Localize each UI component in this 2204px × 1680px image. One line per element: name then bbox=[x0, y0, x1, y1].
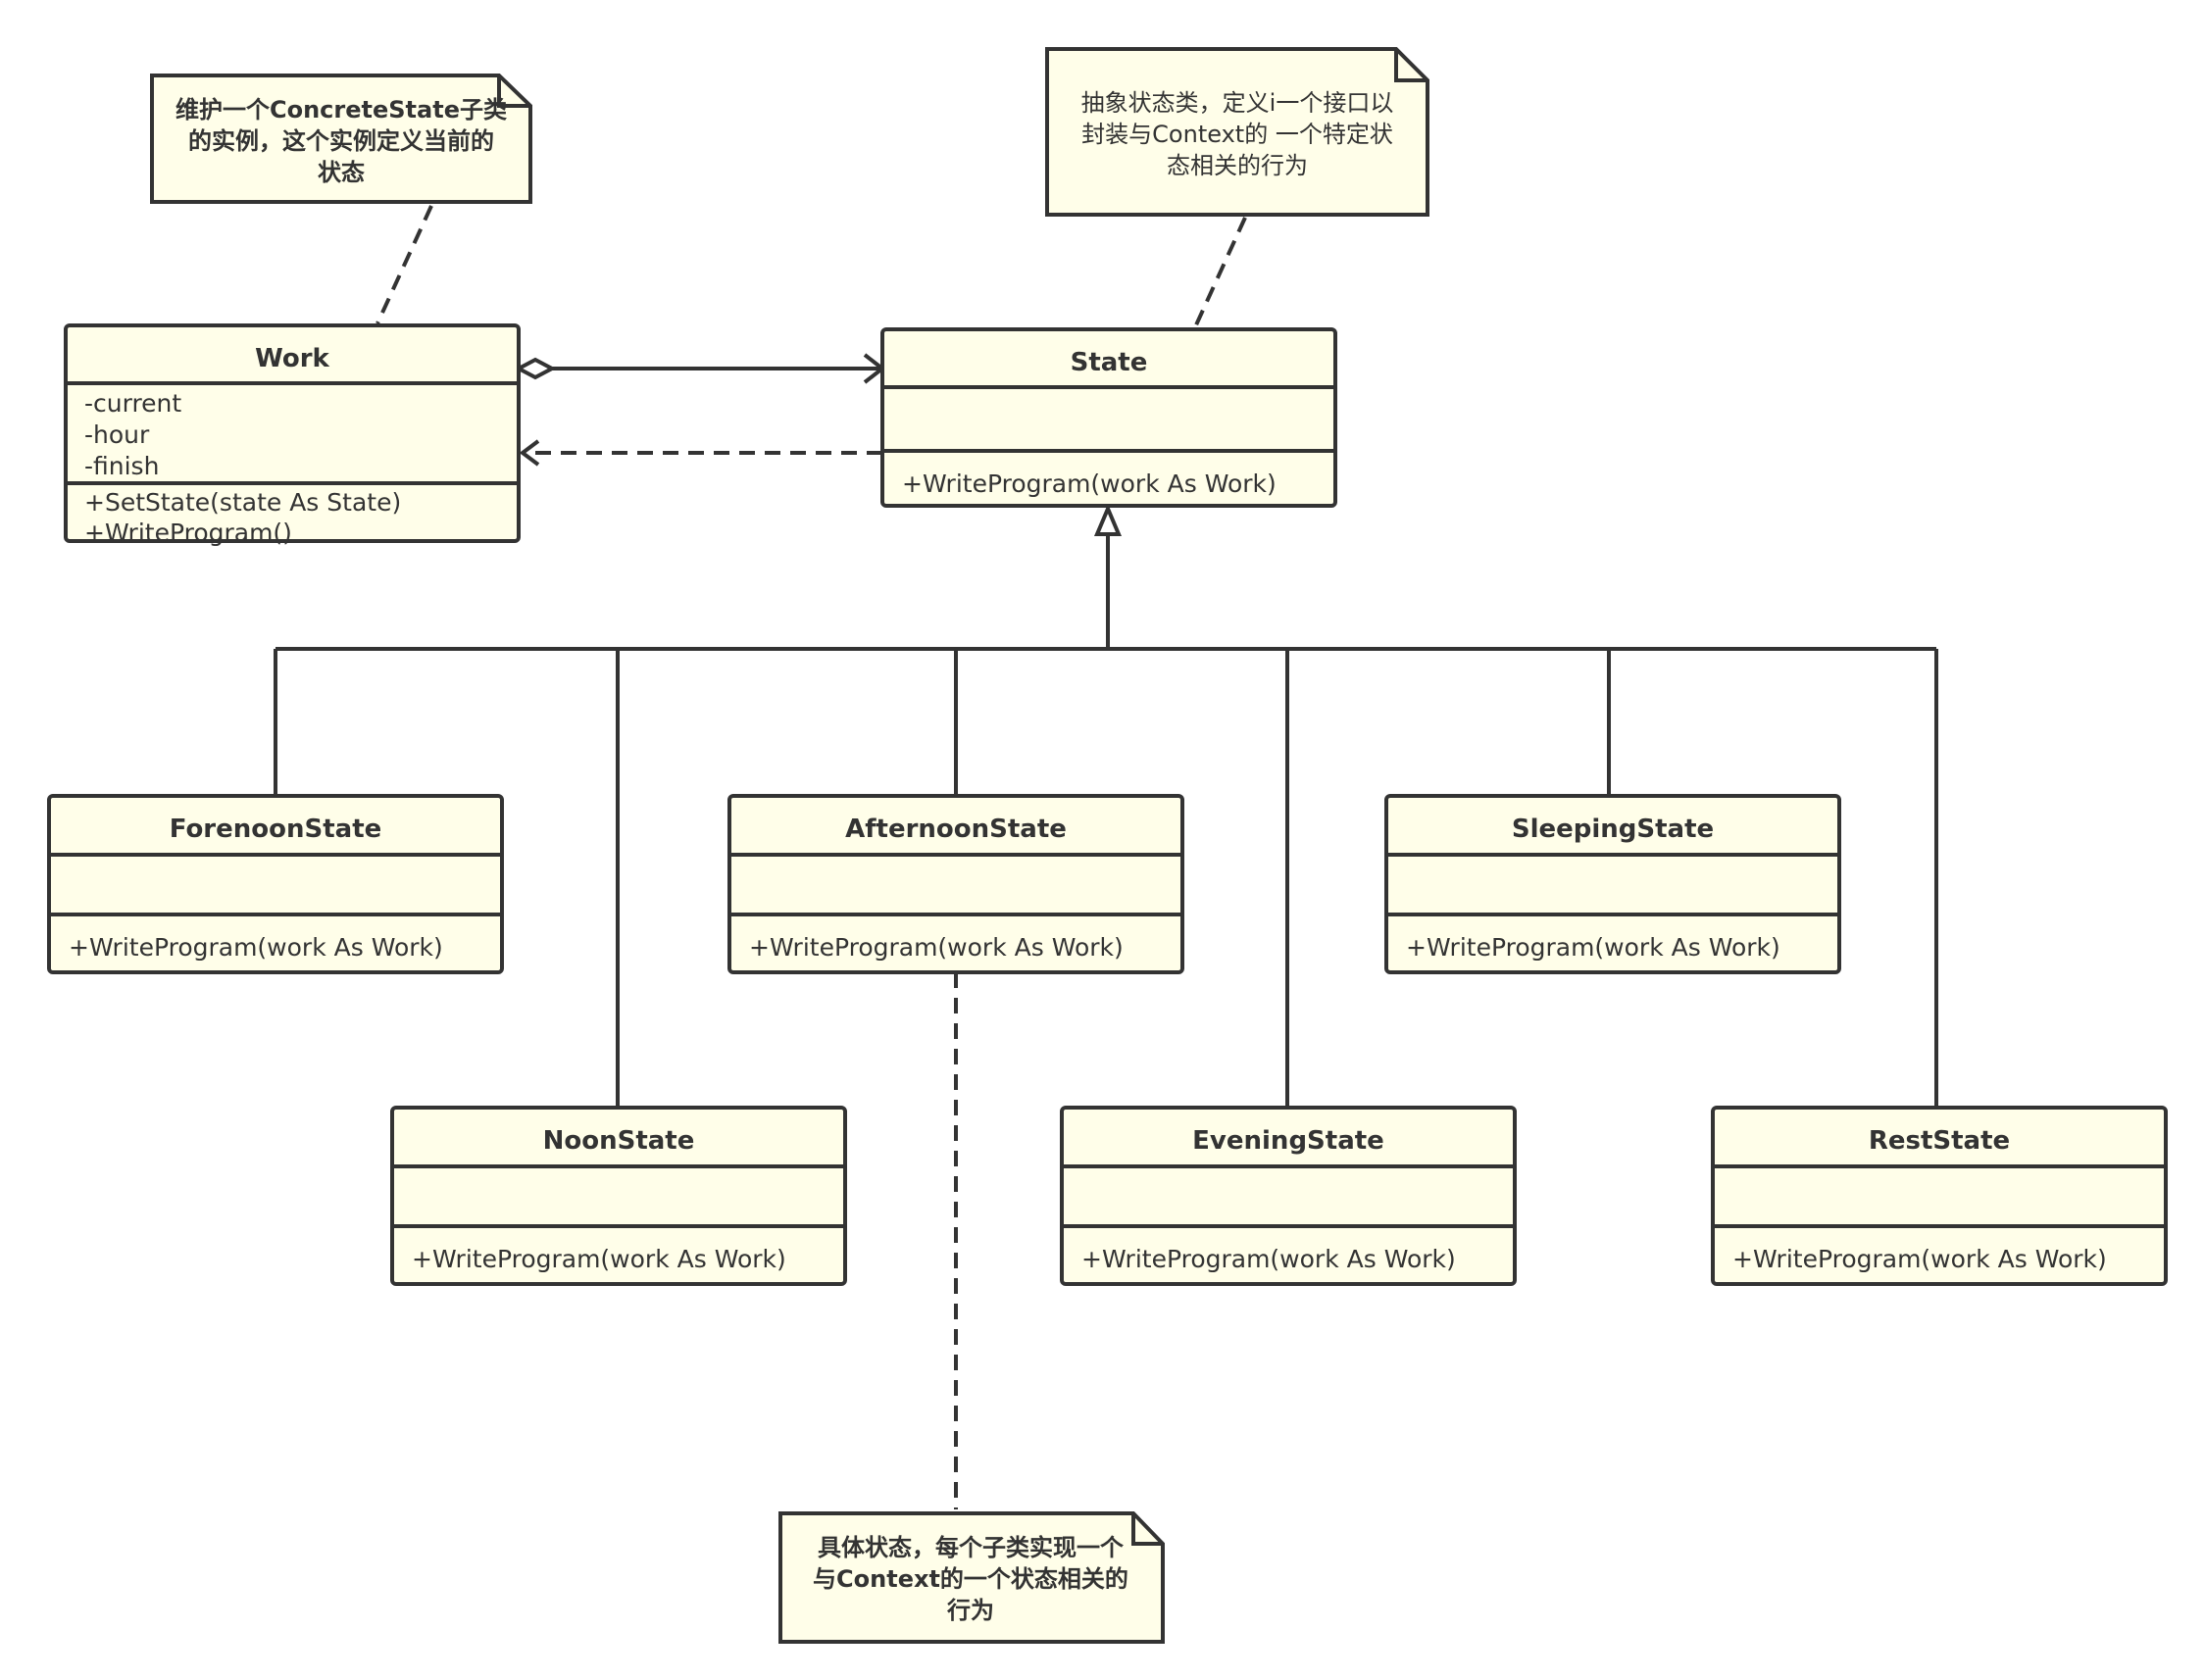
class-sleeping-state-name: SleepingState bbox=[1512, 815, 1714, 844]
dependency-arrowhead bbox=[519, 439, 540, 467]
note-context: 维护一个ConcreteState子类 的实例，这个实例定义当前的 状态 bbox=[150, 74, 532, 204]
class-sleeping-state-method: +WriteProgram(work As Work) bbox=[1406, 933, 1780, 962]
class-work-name: Work bbox=[255, 344, 329, 373]
note-concrete-line-2: 与Context的一个状态相关的 bbox=[813, 1565, 1128, 1593]
note-concrete-line-1: 具体状态，每个子类实现一个 bbox=[818, 1534, 1125, 1561]
note-context-line-3: 状态 bbox=[318, 159, 365, 186]
note-state: 抽象状态类，定义i一个接口以 封装与Context的 一个特定状 态相关的行为 bbox=[1045, 47, 1429, 217]
aggregation-diamond bbox=[514, 357, 557, 380]
class-noon-state[interactable]: NoonState +WriteProgram(work As Work) bbox=[390, 1106, 847, 1286]
note-context-line-2: 的实例，这个实例定义当前的 bbox=[188, 127, 494, 155]
generalization-triangle bbox=[1093, 503, 1123, 536]
class-state[interactable]: State +WriteProgram(work As Work) bbox=[880, 327, 1337, 508]
class-rest-state-name: RestState bbox=[1869, 1126, 2010, 1156]
class-evening-state-name: EveningState bbox=[1192, 1126, 1384, 1156]
class-evening-state[interactable]: EveningState +WriteProgram(work As Work) bbox=[1060, 1106, 1517, 1286]
class-rest-state-method: +WriteProgram(work As Work) bbox=[1732, 1245, 2107, 1273]
note-state-line-1: 抽象状态类，定义i一个接口以 bbox=[1081, 89, 1394, 117]
class-noon-state-name: NoonState bbox=[543, 1126, 695, 1156]
note-state-line-3: 态相关的行为 bbox=[1167, 152, 1308, 179]
class-work[interactable]: Work -current -hour -finish +SetState(st… bbox=[64, 323, 521, 547]
class-afternoon-state[interactable]: AfternoonState +WriteProgram(work As Wor… bbox=[727, 794, 1184, 974]
class-state-method: +WriteProgram(work As Work) bbox=[902, 469, 1277, 498]
class-afternoon-state-name: AfternoonState bbox=[845, 815, 1067, 844]
class-work-method: +WriteProgram() bbox=[84, 519, 292, 547]
class-work-attribute: -current bbox=[84, 389, 181, 418]
class-afternoon-state-method: +WriteProgram(work As Work) bbox=[749, 933, 1124, 962]
note-concrete: 具体状态，每个子类实现一个 与Context的一个状态相关的 行为 bbox=[778, 1511, 1165, 1644]
class-work-attribute: -hour bbox=[84, 420, 150, 449]
class-noon-state-method: +WriteProgram(work As Work) bbox=[412, 1245, 786, 1273]
class-rest-state[interactable]: RestState +WriteProgram(work As Work) bbox=[1711, 1106, 2168, 1286]
class-evening-state-method: +WriteProgram(work As Work) bbox=[1081, 1245, 1456, 1273]
note-context-line-1: 维护一个ConcreteState子类 bbox=[175, 96, 508, 124]
note-link-state bbox=[1192, 217, 1247, 330]
connectors bbox=[274, 205, 1938, 1509]
class-work-attribute: -finish bbox=[84, 452, 159, 480]
note-concrete-line-3: 行为 bbox=[946, 1597, 994, 1624]
class-state-name: State bbox=[1071, 348, 1148, 377]
class-forenoon-state-method: +WriteProgram(work As Work) bbox=[69, 933, 443, 962]
class-work-method: +SetState(state As State) bbox=[84, 488, 401, 517]
note-link-work bbox=[376, 205, 433, 324]
class-forenoon-state[interactable]: ForenoonState +WriteProgram(work As Work… bbox=[47, 794, 504, 974]
class-forenoon-state-name: ForenoonState bbox=[170, 815, 382, 844]
class-sleeping-state[interactable]: SleepingState +WriteProgram(work As Work… bbox=[1384, 794, 1841, 974]
note-state-line-2: 封装与Context的 一个特定状 bbox=[1081, 121, 1393, 148]
